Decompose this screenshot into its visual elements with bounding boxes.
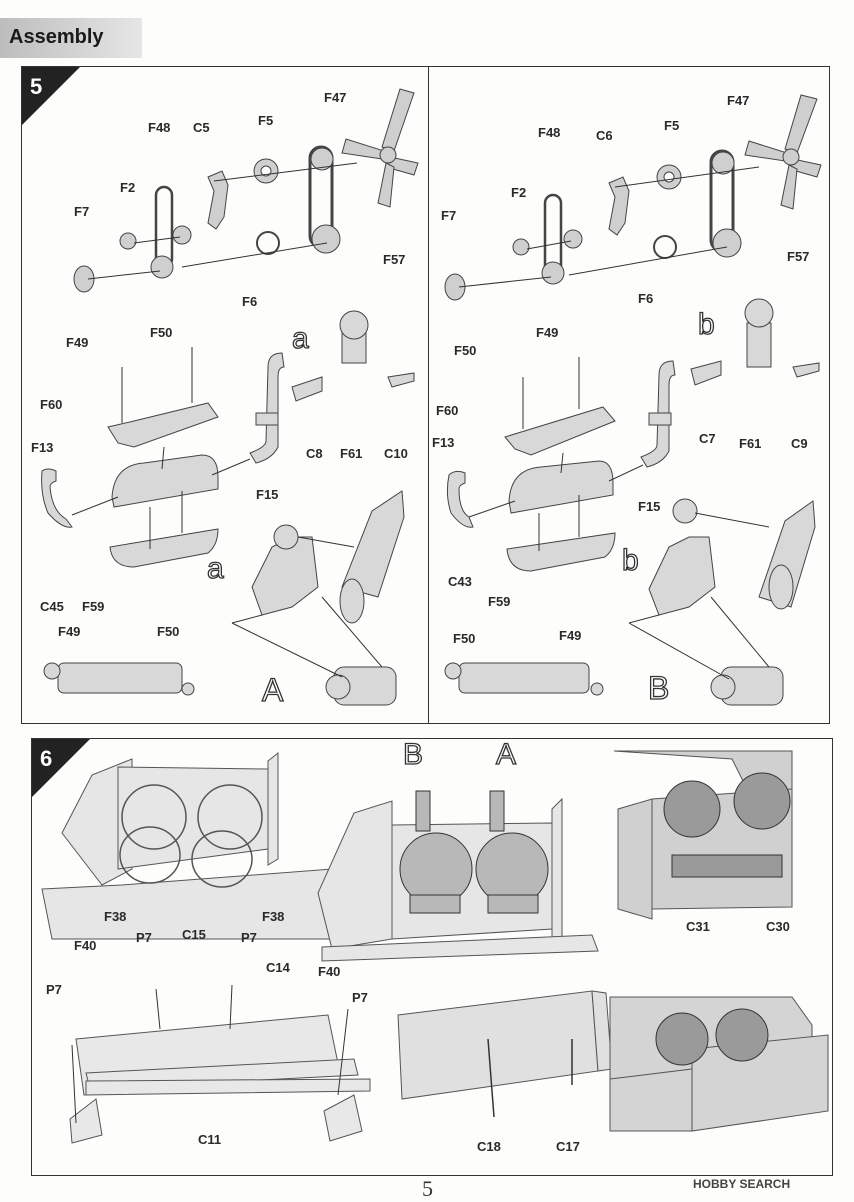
step6-number: 6 (40, 746, 53, 771)
label-F57: F57 (383, 252, 406, 267)
label-F49-r: F49 (536, 325, 559, 340)
step5-left-drawing (22, 67, 419, 706)
label-C6: C6 (596, 128, 613, 143)
label-F48: F48 (148, 120, 171, 135)
label-F61-r: F61 (739, 436, 762, 451)
label-C18: C18 (477, 1139, 501, 1154)
label-C7: C7 (699, 431, 716, 446)
label-F50-r: F50 (454, 343, 477, 358)
label-F47-r: F47 (727, 93, 750, 108)
label-F2-r: F2 (511, 185, 527, 200)
label-F13-r: F13 (432, 435, 455, 450)
label-F50: F50 (150, 325, 173, 340)
label-F59: F59 (82, 599, 105, 614)
label-F49-assembled-r: F49 (559, 628, 582, 643)
label-F38-right: F38 (262, 909, 285, 924)
variant-b-small-right: b (697, 307, 715, 341)
label-C10: C10 (384, 446, 408, 461)
watermark-text: HOBBY SEARCH (693, 1177, 791, 1191)
step6-panel (31, 738, 833, 1176)
section-title: Assembly (9, 26, 104, 48)
label-P7-c: P7 (46, 982, 62, 997)
label-P7-d: P7 (352, 990, 368, 1005)
label-F40-left: F40 (74, 938, 97, 953)
label-F47: F47 (324, 90, 347, 105)
label-F5: F5 (258, 113, 274, 128)
label-C14: C14 (266, 960, 290, 975)
label-F5-r: F5 (664, 118, 680, 133)
variant-A-step6: A (495, 737, 517, 771)
label-F61: F61 (340, 446, 363, 461)
variant-A-big: A (261, 671, 284, 708)
label-F49: F49 (66, 335, 89, 350)
label-F60-r: F60 (436, 403, 459, 418)
step5-left-panel (21, 66, 429, 724)
label-F6-r: F6 (638, 291, 654, 306)
section-header-bar (0, 18, 142, 58)
variant-b-large-right: b (621, 543, 639, 577)
watermark: HOBBY SEARCH (693, 1177, 790, 1191)
label-C17: C17 (556, 1139, 580, 1154)
label-C8: C8 (306, 446, 323, 461)
label-F7-r: F7 (441, 208, 457, 223)
label-F57-r: F57 (787, 249, 810, 264)
label-F60: F60 (40, 397, 63, 412)
label-C5: C5 (193, 120, 210, 135)
page-number: 5 (422, 1176, 433, 1201)
step5-right-drawing (444, 94, 822, 706)
label-F6: F6 (242, 294, 258, 309)
variant-B-step6: B (402, 737, 424, 771)
label-C31: C31 (686, 919, 710, 934)
step5-number: 5 (30, 74, 43, 99)
label-P7-b: P7 (241, 930, 257, 945)
label-F7: F7 (74, 204, 90, 219)
label-F59-r: F59 (488, 594, 511, 609)
label-F49-assembled: F49 (58, 624, 81, 639)
label-C11: C11 (198, 1132, 222, 1147)
label-F50-assembled-r: F50 (453, 631, 476, 646)
variant-B-big: B (647, 669, 670, 706)
variant-a-small-left: a (291, 321, 309, 355)
label-F38-left: F38 (104, 909, 127, 924)
label-F13: F13 (31, 440, 54, 455)
step5-right-panel (428, 66, 830, 724)
label-F2: F2 (120, 180, 136, 195)
label-C43: C43 (448, 574, 472, 589)
label-F48-r: F48 (538, 125, 561, 140)
label-F50-assembled: F50 (157, 624, 180, 639)
label-C45: C45 (40, 599, 64, 614)
label-F15: F15 (256, 487, 279, 502)
label-C9: C9 (791, 436, 808, 451)
step6-drawing (32, 739, 829, 1144)
variant-a-large-left: a (206, 551, 224, 585)
label-C15: C15 (182, 927, 206, 942)
label-F15-r: F15 (638, 499, 661, 514)
label-P7-a: P7 (136, 930, 152, 945)
label-C30: C30 (766, 919, 790, 934)
label-F40-right: F40 (318, 964, 341, 979)
